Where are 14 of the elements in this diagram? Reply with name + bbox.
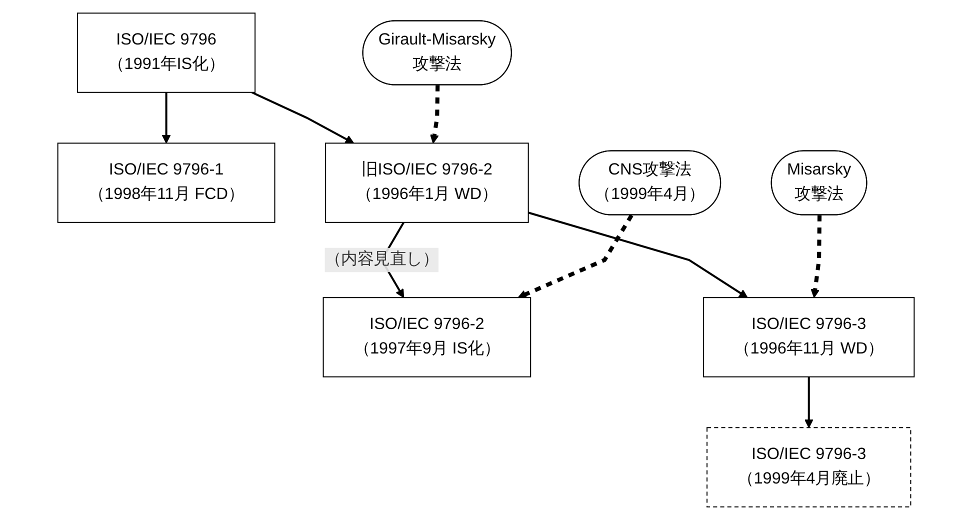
arrow <box>528 211 748 298</box>
arrow <box>251 90 354 144</box>
arrow <box>430 84 440 144</box>
node-box: ISO/IEC 9796 （1991年IS化） <box>77 12 256 92</box>
node-box: 旧ISO/IEC 9796-2 （1996年1月 WD） <box>325 142 529 222</box>
node-box: ISO/IEC 9796-2 （1997年9月 IS化） <box>322 296 532 377</box>
arrow <box>804 376 814 428</box>
edge-label: （内容見直し） <box>324 250 439 268</box>
arrow <box>810 214 822 298</box>
node-box: ISO/IEC 9796-3 （1996年11月 WD） <box>703 296 915 377</box>
arrow <box>162 92 171 144</box>
arrow <box>518 214 634 298</box>
node-box: ISO/IEC 9796-1 （1998年11月 FCD） <box>57 142 276 222</box>
node-box: ISO/IEC 9796-3 （1999年4月廃止） <box>706 426 912 507</box>
